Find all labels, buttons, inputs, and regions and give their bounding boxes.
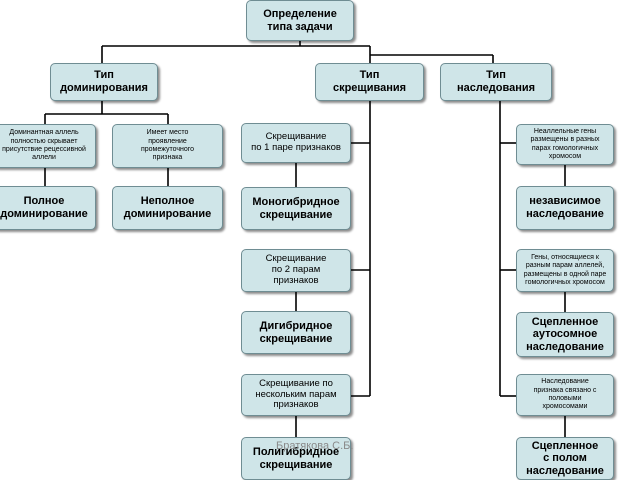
di-crossing-node: Дигибридное скрещивание xyxy=(241,311,351,354)
poly-crossing-node: Полигибридное скрещивание xyxy=(241,437,351,480)
partial-dominance-description: Имеет место проявление промежуточного пр… xyxy=(112,124,223,168)
author-watermark: Братякова С.Б. xyxy=(276,440,354,452)
mono-crossing-node: Моногибридное скрещивание xyxy=(241,187,351,230)
full-dominance-node: Полное доминирование xyxy=(0,186,96,230)
independent-inheritance-node: независимое наследование xyxy=(516,186,614,230)
root-node: Определение типа задачи xyxy=(246,0,354,41)
di-crossing-description: Скрещивание по 2 парам признаков xyxy=(241,249,351,292)
sex-linked-description: Наследование признака связано с половыми… xyxy=(516,374,614,416)
mono-crossing-description: Скрещивание по 1 паре признаков xyxy=(241,123,351,163)
inheritance-type-node: Тип наследования xyxy=(440,63,552,101)
sex-linked-node: Сцепленное с полом наследование xyxy=(516,437,614,480)
linked-inheritance-description: Гены, относящиеся к разным парам аллелей… xyxy=(516,249,614,292)
partial-dominance-node: Неполное доминирование xyxy=(112,186,223,230)
linked-inheritance-node: Сцепленное аутосомное наследование xyxy=(516,312,614,357)
poly-crossing-description: Скрещивание по нескольким парам признако… xyxy=(241,374,351,416)
full-dominance-description: Доминантная аллель полностью скрывает пр… xyxy=(0,124,96,168)
crossing-type-node: Тип скрещивания xyxy=(315,63,424,101)
dominance-type-node: Тип доминирования xyxy=(50,63,158,101)
independent-inheritance-description: Неаллельные гены размещены в разных пара… xyxy=(516,124,614,165)
